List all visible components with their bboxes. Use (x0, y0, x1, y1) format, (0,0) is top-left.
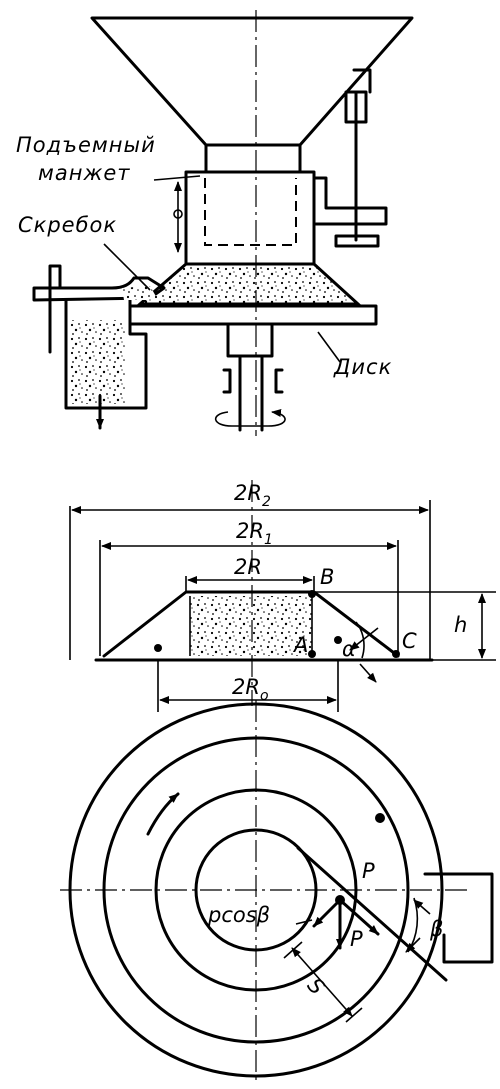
pcos-leader (295, 919, 313, 925)
screw-sleeve (344, 90, 368, 124)
scraper-leader (103, 243, 151, 291)
label-beta: β (429, 917, 443, 941)
label-2R2: 2R2 (234, 481, 271, 510)
disk-plate (128, 304, 378, 326)
scraper-chute (32, 276, 166, 302)
cuff-hidden-edge (204, 178, 297, 246)
falling-material (70, 320, 126, 404)
section-view: 2R2 2R1 2R 2Ro A B C α h (69, 480, 496, 712)
cuff-label-line1: Подъемный (16, 133, 156, 157)
pile-outline (102, 590, 400, 658)
discharge-bin (64, 298, 148, 410)
screw-top (352, 68, 372, 94)
cuff-leader (153, 175, 201, 181)
hopper-neck (204, 143, 302, 174)
force-P-arrow-outer (338, 898, 380, 936)
label-h: h (454, 613, 467, 637)
label-P-outer: P (362, 859, 375, 883)
ext-h (314, 591, 496, 661)
ext-2R (185, 576, 315, 592)
ext-2R0 (157, 660, 339, 712)
disk-leader (317, 331, 341, 363)
beta-arrow-top (413, 899, 431, 915)
S-extension-ticks (283, 941, 363, 1023)
cuff-bracket (312, 176, 388, 226)
plan-view: P P pcosβ β S (60, 700, 494, 1080)
bearing (222, 368, 284, 394)
plan-rotation-arrow (146, 792, 180, 836)
rotation-arrow (214, 409, 286, 427)
ext-2R1 (99, 540, 399, 656)
label-point-C: C (402, 629, 417, 653)
apparatus-view: Подъемный манжет Скребок Диск (16, 10, 414, 436)
label-P-inner: P (350, 927, 363, 951)
cuff-label-line2: манжет (38, 161, 131, 185)
alpha-arrow-in (349, 627, 379, 651)
scraper-line (296, 846, 448, 982)
plan-chute-box (423, 872, 494, 964)
point-C-dot (392, 650, 400, 658)
chute-post (48, 264, 62, 354)
label-2R1: 2R1 (236, 519, 273, 548)
point-A-dot (308, 650, 316, 658)
beta-arrow-bottom (405, 937, 421, 953)
point-B-dot (308, 590, 316, 598)
label-point-A: A (292, 633, 308, 657)
ext-2R2 (69, 500, 431, 660)
alpha-arrow-out (359, 663, 377, 683)
drive-shaft (238, 354, 264, 432)
point-r0-right (334, 636, 342, 644)
dim-line-S (291, 947, 353, 1017)
pile-core-edges (189, 596, 313, 656)
cuff-pivot-mark (173, 209, 183, 219)
pile-core-fill (190, 596, 312, 656)
disk-label: Диск (333, 355, 392, 379)
angle-beta-arc (407, 897, 419, 953)
label-pcos-beta: pcosβ (207, 903, 270, 927)
label-2R0: 2Ro (232, 675, 269, 704)
force-pcos-arrow (312, 898, 342, 928)
plan-reference-dot (375, 813, 385, 823)
material-pile (135, 262, 362, 306)
label-alpha: α (342, 637, 356, 661)
scraper-label: Скребок (18, 213, 117, 237)
label-point-B: B (320, 565, 334, 589)
label-2R: 2R (234, 555, 262, 579)
point-r0-left (154, 644, 162, 652)
screw-handwheel (334, 234, 380, 248)
scraped-material (122, 286, 158, 300)
disk-hub (226, 322, 274, 358)
hopper-funnel (90, 16, 414, 147)
